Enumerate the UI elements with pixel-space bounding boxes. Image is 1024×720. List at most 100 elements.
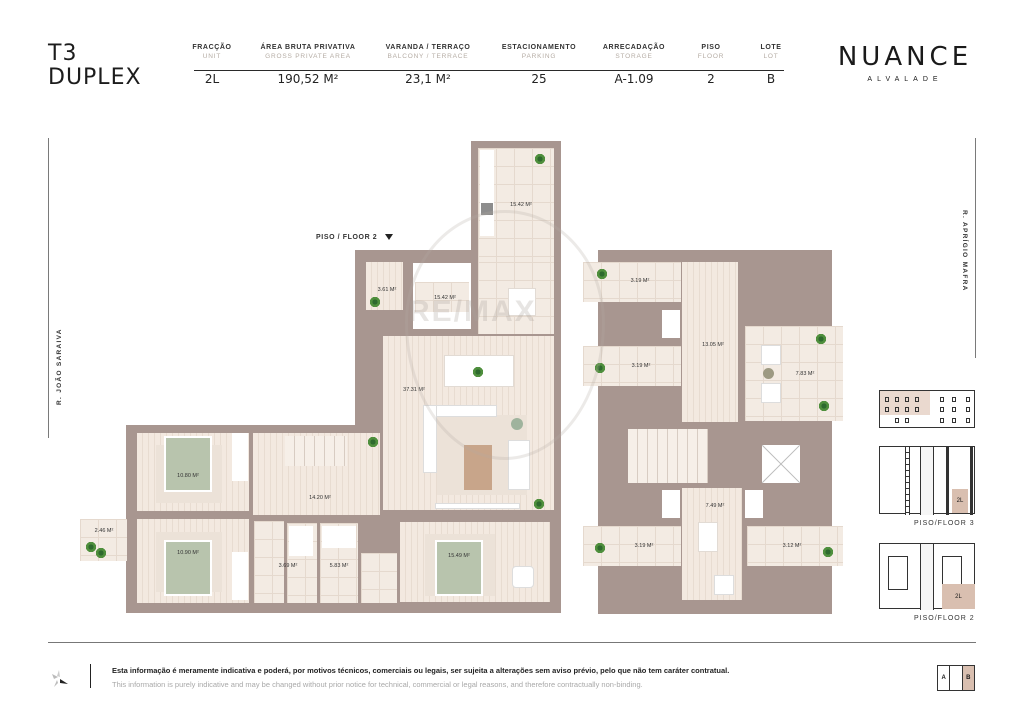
unit-specs-table: FRACÇÃO UNIT 2L ÁREA BRUTA PRIVATIVA GRO…: [192, 44, 784, 94]
bed: [164, 540, 212, 596]
floor-3-keyplan: 2L: [879, 446, 975, 515]
plant-icon: [815, 333, 827, 345]
lot-a: A: [938, 666, 951, 690]
lounger: [761, 383, 781, 403]
wall-line: [946, 447, 949, 515]
wardrobe: [232, 433, 248, 481]
street-line-right: [975, 138, 976, 358]
coffee-table: [464, 445, 492, 490]
lounger: [761, 345, 781, 365]
window-icon: [966, 397, 970, 402]
apartment-outline: [888, 556, 908, 590]
spec-value: 25: [531, 72, 547, 86]
wall-line: [970, 447, 973, 515]
spec-value: 23,1 M²: [405, 72, 451, 86]
window-icon: [915, 407, 919, 412]
room-corridor: [682, 262, 738, 422]
spec-value: 2L: [204, 72, 220, 86]
window-icon: [940, 418, 944, 423]
courtyard: [920, 544, 934, 610]
window-icon: [940, 397, 944, 402]
void: [745, 490, 763, 518]
spec-label: PISO: [701, 44, 721, 51]
spec-label: ARRECADAÇÃO: [602, 44, 666, 51]
spec-label: VARANDA / TERRAÇO: [385, 44, 471, 51]
window-icon: [885, 407, 889, 412]
room-closet: [361, 553, 397, 603]
plant-icon: [534, 153, 546, 165]
window-icon: [895, 418, 899, 423]
spec-value: 2: [707, 72, 715, 86]
room-area-label: 3.19 M²: [630, 278, 650, 284]
plant-icon: [85, 541, 97, 553]
cooktop-icon: [481, 203, 493, 215]
footer-separator: [90, 664, 91, 688]
plant-icon: [594, 362, 606, 374]
spec-value: B: [766, 72, 776, 86]
lot-indicator: A B: [937, 665, 975, 691]
plant-icon: [367, 436, 379, 448]
street-line-left: [48, 138, 49, 438]
brand-name: NUANCE: [837, 42, 973, 72]
plant-icon: [594, 542, 606, 554]
bathtub: [322, 526, 356, 548]
spec-label: FRACÇÃO: [192, 44, 232, 51]
nuance-star-logo-icon: [48, 668, 68, 688]
floor-2-label: PISO / FLOOR 2: [316, 234, 394, 241]
room-area-label: 3.19 M²: [634, 543, 654, 549]
floor-2-keyplan: 2L: [879, 543, 975, 610]
void: [662, 490, 680, 518]
spec-gross-area: ÁREA BRUTA PRIVATIVA GROSS PRIVATE AREA …: [261, 44, 356, 86]
bed: [435, 540, 483, 596]
plant-icon: [95, 547, 107, 559]
staircase: [628, 429, 708, 483]
room-area-label: 2.46 M²: [94, 528, 114, 534]
window-icon: [895, 397, 899, 402]
spec-parking: ESTACIONAMENTO PARKING 25: [502, 44, 576, 86]
unit-highlight: 2L: [952, 489, 968, 513]
window-icon: [952, 418, 956, 423]
spec-value: 190,52 M²: [277, 72, 339, 86]
room-area-label: 13.05 M²: [702, 342, 724, 348]
bathtub: [289, 526, 313, 556]
unit-type-title: T3 DUPLEX: [48, 42, 142, 90]
room-area-label: 15.42 M²: [434, 295, 456, 301]
terrace-bottom-right: [747, 526, 843, 566]
lot-b: B: [962, 666, 974, 690]
spec-sublabel: GROSS PRIVATE AREA: [265, 53, 351, 60]
room-area-label: 3.19 M²: [631, 363, 651, 369]
desk: [698, 522, 718, 552]
bed: [164, 436, 212, 492]
room-area-label: 15.42 M²: [510, 202, 532, 208]
window-icon: [905, 418, 909, 423]
room-area-label: 7.83 M²: [795, 371, 815, 377]
room-area-label: 10.90 M²: [177, 550, 199, 556]
room-area-label: 3.12 M²: [782, 543, 802, 549]
floor-2-keyplan-label: PISO/FLOOR 2: [914, 615, 975, 622]
lot-spacer: [950, 666, 963, 690]
unit-highlight: 2L: [942, 584, 975, 609]
spec-sublabel: BALCONY / TERRACE: [387, 53, 469, 60]
window-icon: [940, 407, 944, 412]
plant-icon: [818, 400, 830, 412]
brand-subtitle: ALVALADE: [867, 76, 943, 83]
armchairs: [508, 440, 530, 490]
window-icon: [905, 407, 909, 412]
room-area-label: 3.69 M²: [278, 563, 298, 569]
building-elevation-keyplan: [879, 390, 975, 428]
room-area-label: 37.31 M²: [403, 387, 425, 393]
window-icon: [915, 397, 919, 402]
floor-3-keyplan-label: PISO/FLOOR 3: [914, 520, 975, 527]
spec-unit: FRACÇÃO UNIT 2L: [192, 44, 231, 86]
spec-sublabel: LOT: [763, 53, 779, 60]
room-area-label: 14.20 M²: [309, 495, 331, 501]
elevator-shaft: [762, 445, 800, 483]
room-toilet: [254, 521, 284, 603]
pantry-floor: [415, 282, 469, 312]
triangle-down-icon: [385, 234, 394, 241]
plant-icon: [533, 498, 545, 510]
spec-floor: PISO FLOOR 2: [698, 44, 724, 86]
wardrobe: [232, 552, 248, 600]
armchair: [714, 575, 734, 595]
side-table-icon: [763, 368, 774, 379]
